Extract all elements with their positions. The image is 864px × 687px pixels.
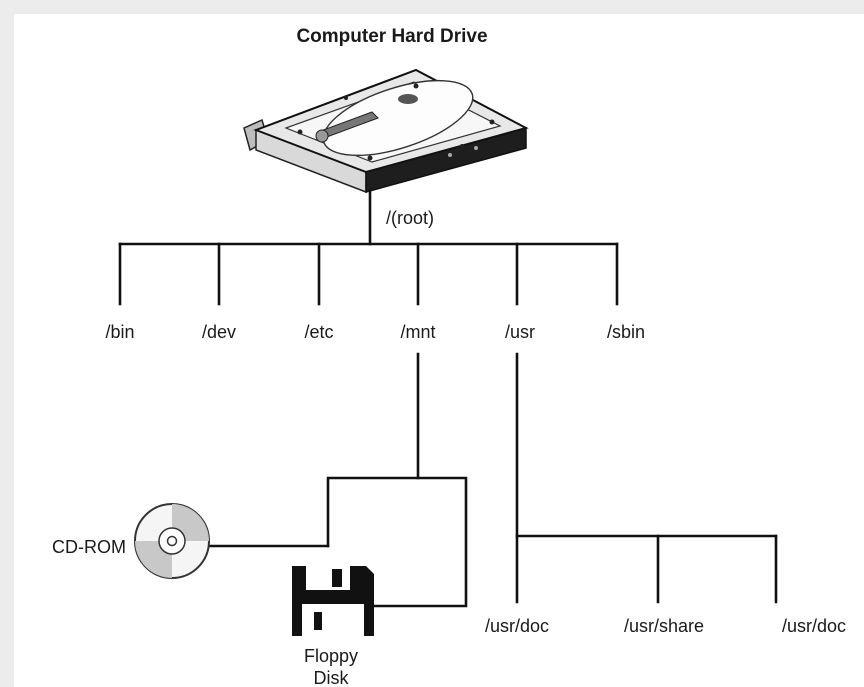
dir-usr: /usr xyxy=(505,322,535,342)
floppy-label-line2: Disk xyxy=(314,668,350,687)
mnt-bracket xyxy=(326,476,468,608)
dir-usr-share: /usr/share xyxy=(624,616,704,636)
dir-usr-doc-2: /usr/doc xyxy=(782,616,846,636)
dir-usr-doc: /usr/doc xyxy=(485,616,549,636)
hard-drive-icon xyxy=(243,68,529,194)
cdrom-label: CD-ROM xyxy=(52,537,126,557)
floppy-label-line1: Floppy xyxy=(304,646,358,666)
dir-bin: /bin xyxy=(105,322,134,342)
dir-etc: /etc xyxy=(304,322,333,342)
cd-rom-icon xyxy=(134,503,210,579)
diagram-title: Computer Hard Drive xyxy=(296,26,487,47)
dir-sbin: /sbin xyxy=(607,322,645,342)
dir-dev: /dev xyxy=(202,322,236,342)
root-label: /(root) xyxy=(386,208,434,228)
dir-mnt: /mnt xyxy=(400,322,435,342)
floppy-disk-icon xyxy=(292,566,374,636)
